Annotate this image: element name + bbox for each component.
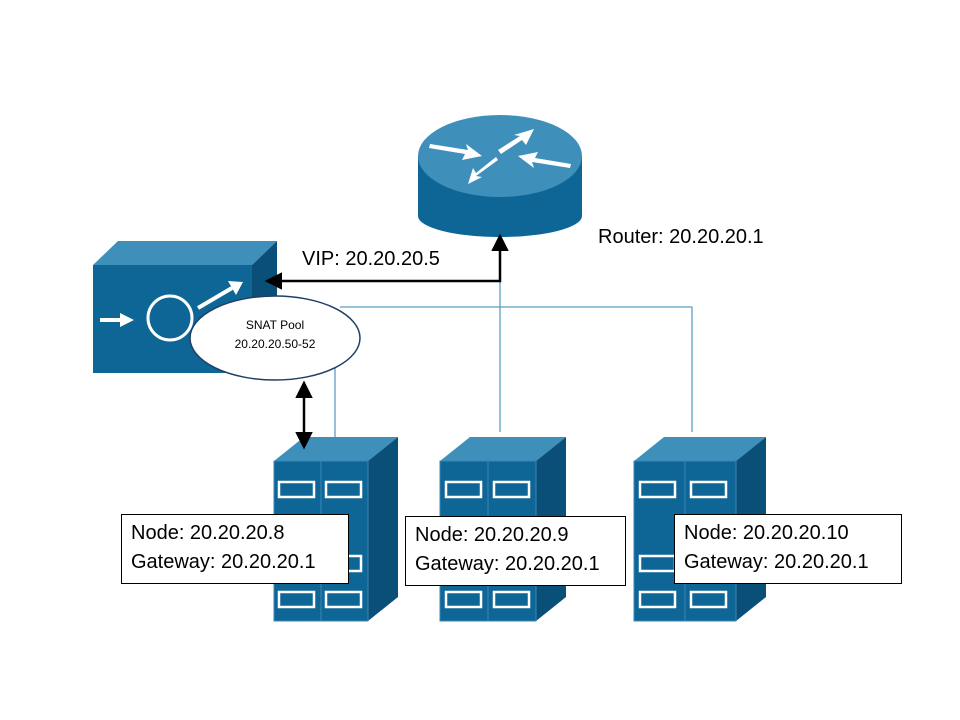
node-info-box: Node: 20.20.20.8 Gateway: 20.20.20.1: [121, 514, 349, 584]
vip-label: VIP: 20.20.20.5: [302, 248, 440, 270]
node-gateway: Gateway: 20.20.20.1: [684, 551, 869, 573]
node-address: Node: 20.20.20.8: [131, 522, 285, 544]
node-address: Node: 20.20.20.9: [415, 524, 569, 546]
snat-pool-range: 20.20.20.50-52: [234, 337, 316, 351]
snat-pool-label: SNAT Pool 20.20.20.50-52: [190, 316, 360, 354]
snat-pool-title: SNAT Pool: [245, 318, 305, 332]
vip-to-router-arrow: [264, 233, 509, 290]
snat-pool-ellipse: [189, 295, 361, 381]
router-label: Router: 20.20.20.1: [598, 226, 764, 248]
node-address: Node: 20.20.20.10: [684, 522, 849, 544]
link-lines: [334, 250, 693, 438]
router-icon: [418, 115, 582, 237]
node-info-box: Node: 20.20.20.10 Gateway: 20.20.20.1: [674, 514, 902, 584]
node-info-box: Node: 20.20.20.9 Gateway: 20.20.20.1: [405, 516, 626, 586]
node-gateway: Gateway: 20.20.20.1: [131, 551, 316, 573]
node-gateway: Gateway: 20.20.20.1: [415, 553, 600, 575]
